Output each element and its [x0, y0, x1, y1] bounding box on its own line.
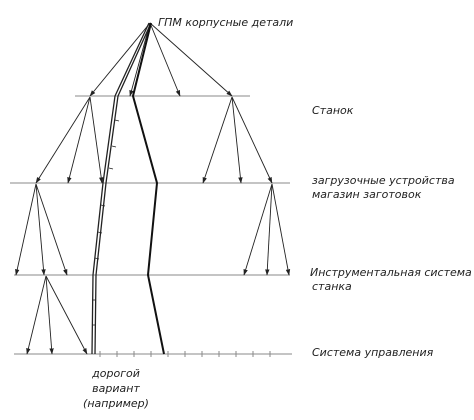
variant-note-line-2: вариант	[92, 382, 140, 395]
variant-note: дорогой вариант (например)	[76, 366, 156, 411]
level-label-control: Система управления	[312, 346, 434, 359]
level-label-stanok: Станок	[312, 104, 354, 117]
variant-note-line-1: дорогой	[92, 367, 140, 380]
tooling-arrows	[26, 275, 88, 355]
root-label: ГПМ корпусные детали	[158, 16, 294, 29]
expensive-variant-path	[91, 22, 152, 355]
expensive-variant-dashes	[92, 119, 120, 326]
level-label-loading-2: магазин заготовок	[312, 188, 422, 201]
level-label-tooling-2: станка	[312, 280, 352, 293]
loading-right-arrows	[243, 183, 291, 276]
stanok-right-arrows	[202, 96, 273, 184]
control-line-ticks	[99, 351, 271, 357]
stanok-left-arrows	[35, 96, 104, 184]
level-label-tooling-1: Инструментальная система	[310, 266, 472, 279]
main-path	[131, 22, 165, 355]
variant-note-line-3: (например)	[83, 397, 149, 410]
level-label-loading-1: загрузочные устройства	[312, 174, 455, 187]
loading-left-arrows	[15, 183, 68, 276]
root-arrows	[89, 22, 233, 97]
